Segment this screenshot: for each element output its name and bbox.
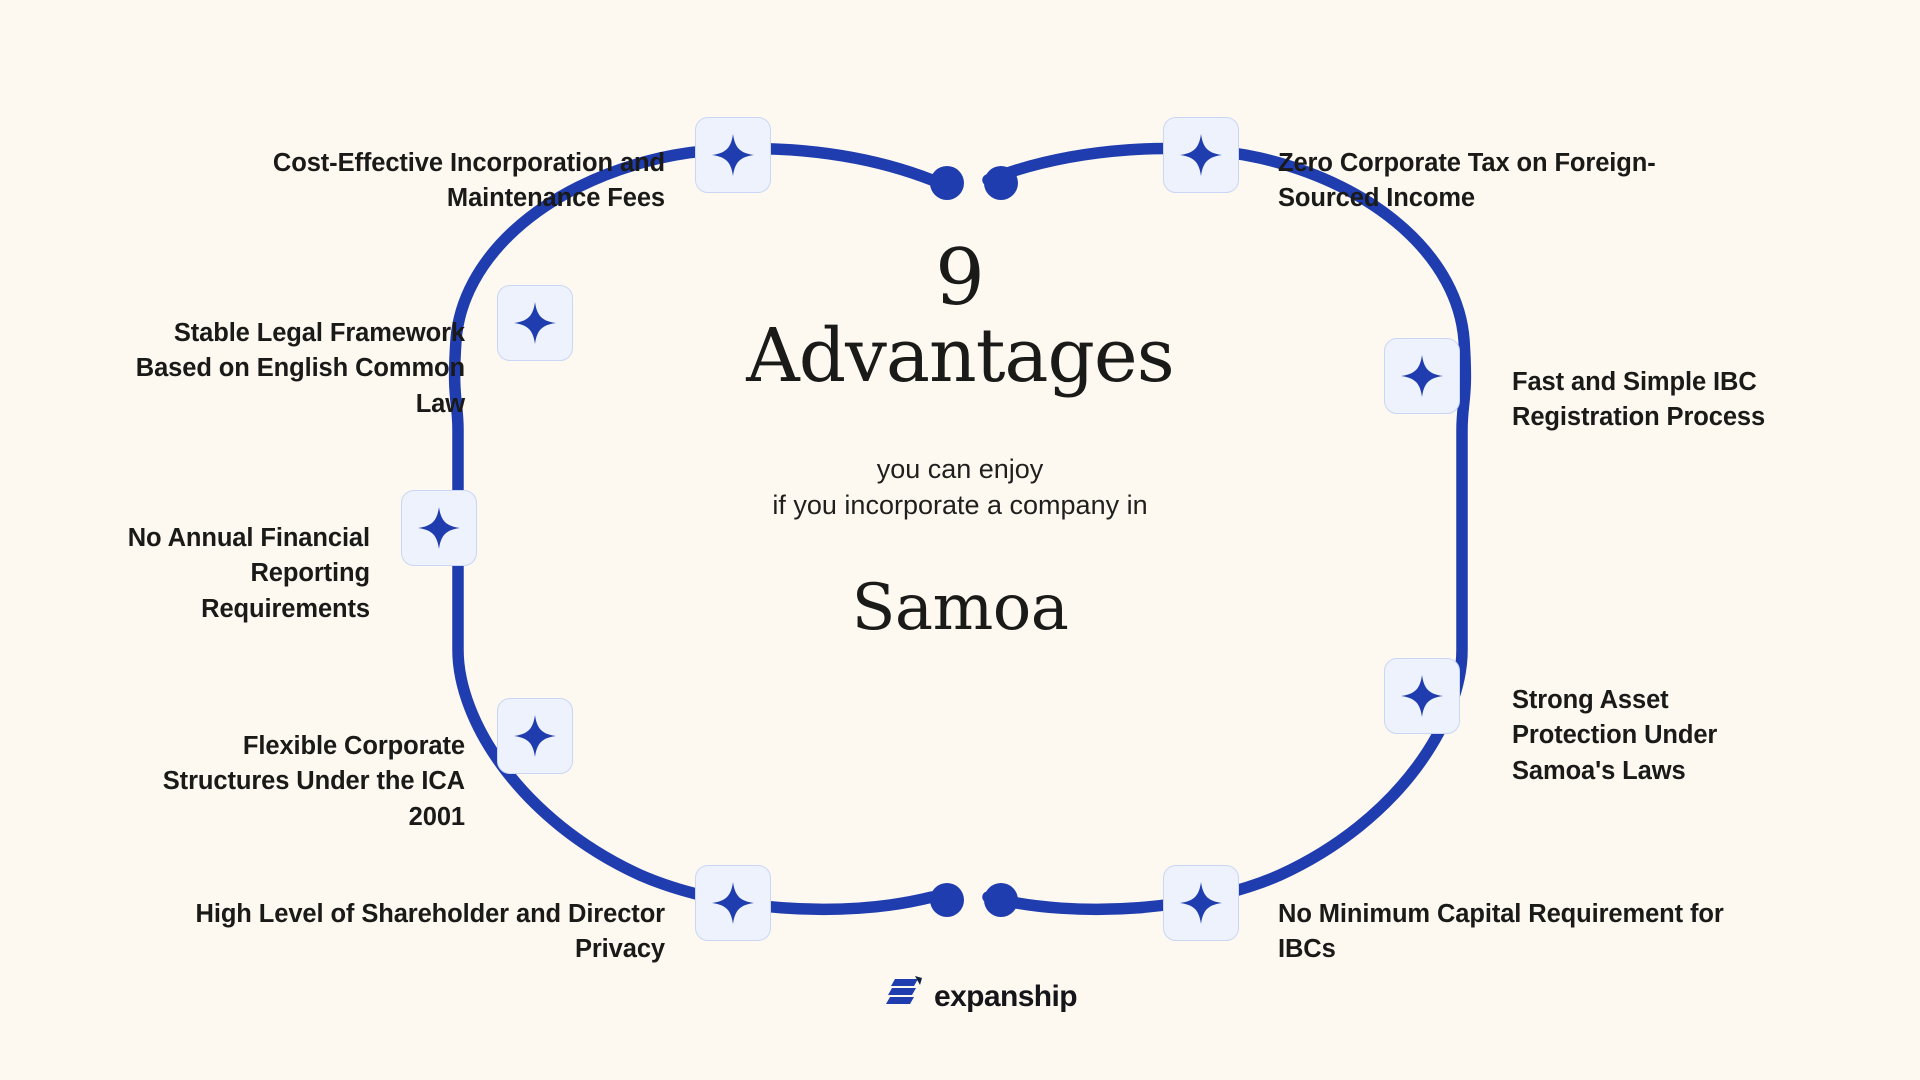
- label-no-minimum-capital: No Minimum Capital Requirement for IBCs: [1278, 900, 1724, 964]
- gap-dot-bottom-left: [930, 883, 964, 917]
- icon-box-strong-asset-protection[interactable]: [1384, 658, 1460, 734]
- sparkle-icon: [416, 505, 462, 551]
- label-zero-corporate-tax: Zero Corporate Tax on Foreign- Sourced I…: [1278, 149, 1656, 213]
- icon-box-stable-legal-framework[interactable]: [497, 285, 573, 361]
- icon-box-fast-simple-registration[interactable]: [1384, 338, 1460, 414]
- label-fast-simple-registration: Fast and Simple IBC Registration Process: [1512, 368, 1766, 432]
- sparkle-icon: [710, 132, 756, 178]
- gap-dot-top-right: [984, 166, 1018, 200]
- icon-box-no-minimum-capital[interactable]: [1163, 865, 1239, 941]
- icon-box-shareholder-privacy[interactable]: [695, 865, 771, 941]
- center-content: 9 Advantages you can enjoy if you incorp…: [660, 233, 1260, 646]
- page-title: Advantages: [746, 313, 1174, 400]
- advantage-count: 9: [935, 233, 985, 323]
- country-name: Samoa: [851, 571, 1069, 646]
- brand-logo[interactable]: expanship: [885, 975, 1078, 1018]
- subtitle-line-1: you can enjoy: [876, 454, 1044, 485]
- label-stable-legal-framework: Stable Legal Framework Based on English …: [135, 319, 465, 418]
- icon-box-flexible-structures-ica[interactable]: [497, 698, 573, 774]
- label-cost-effective-fees: Cost-Effective Incorporation and Mainten…: [272, 149, 665, 213]
- label-strong-asset-protection: Strong Asset Protection Under Samoa's La…: [1512, 686, 1718, 785]
- sparkle-icon: [512, 300, 558, 346]
- sparkle-icon: [512, 713, 558, 759]
- brand-name: expanship: [934, 979, 1078, 1013]
- sparkle-icon: [1399, 353, 1445, 399]
- subtitle-line-2: if you incorporate a company in: [772, 489, 1148, 520]
- sparkle-icon: [1178, 880, 1224, 926]
- center-subtitle: you can enjoy if you incorporate a compa…: [660, 452, 1260, 523]
- gap-dot-bottom-right: [984, 883, 1018, 917]
- label-no-annual-reporting: No Annual Financial Reporting Requiremen…: [127, 524, 370, 623]
- icon-box-cost-effective-fees[interactable]: [695, 117, 771, 193]
- label-shareholder-privacy: High Level of Shareholder and Director P…: [195, 900, 666, 964]
- sparkle-icon: [1178, 132, 1224, 178]
- sparkle-icon: [1399, 673, 1445, 719]
- sparkle-icon: [710, 880, 756, 926]
- gap-dot-top-left: [930, 166, 964, 200]
- expanship-bars-arrow-logo: [885, 975, 925, 1018]
- label-flexible-structures-ica: Flexible Corporate Structures Under the …: [162, 732, 465, 831]
- icon-box-no-annual-reporting[interactable]: [401, 490, 477, 566]
- icon-box-zero-corporate-tax[interactable]: [1163, 117, 1239, 193]
